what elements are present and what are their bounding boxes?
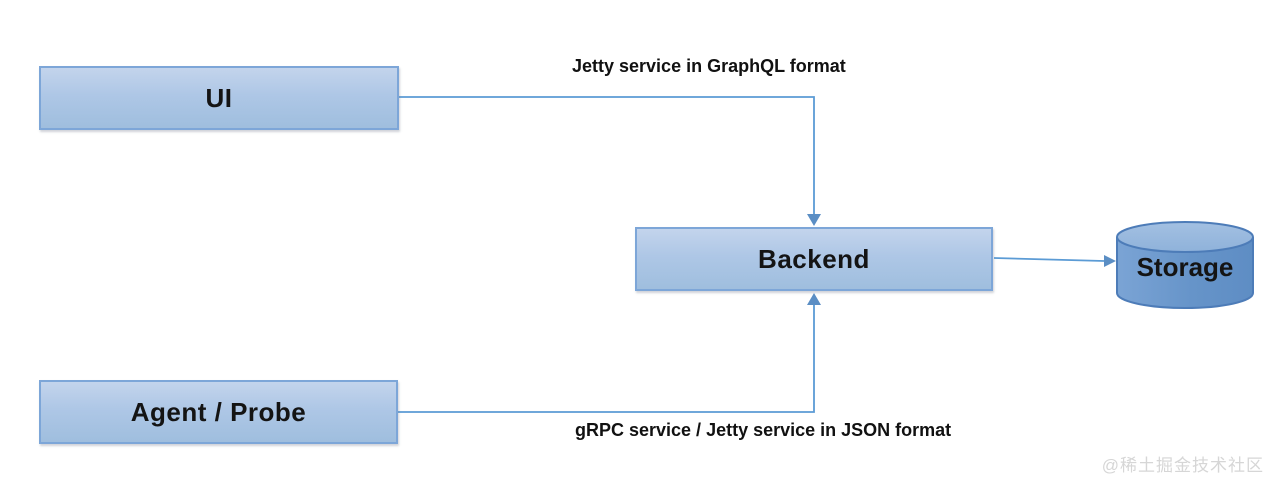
- node-ui-label: UI: [205, 82, 233, 113]
- edge-label-agent-to-backend: gRPC service / Jetty service in JSON for…: [575, 420, 952, 440]
- storage-cylinder-body: [1116, 237, 1254, 309]
- node-ui: UI: [39, 66, 399, 130]
- storage-cylinder-top: [1116, 221, 1254, 253]
- watermark-text: @稀土掘金技术社区: [1101, 456, 1264, 475]
- node-agent-probe: Agent / Probe: [39, 380, 398, 444]
- arrowhead-agent-to-backend: [807, 293, 821, 305]
- node-agent-probe-label: Agent / Probe: [130, 396, 307, 427]
- connector-ui-to-backend: [399, 96, 815, 215]
- node-backend-label: Backend: [758, 243, 870, 274]
- node-storage-label: Storage: [1136, 252, 1234, 282]
- edge-label-ui-to-backend: Jetty service in GraphQL format: [572, 56, 846, 76]
- connector-agent-to-backend: [398, 304, 815, 413]
- node-backend: Backend: [635, 227, 993, 291]
- arrowhead-backend-to-storage: [1104, 255, 1116, 267]
- connector-backend-to-storage: [993, 257, 1105, 262]
- arrowhead-ui-to-backend: [807, 214, 821, 226]
